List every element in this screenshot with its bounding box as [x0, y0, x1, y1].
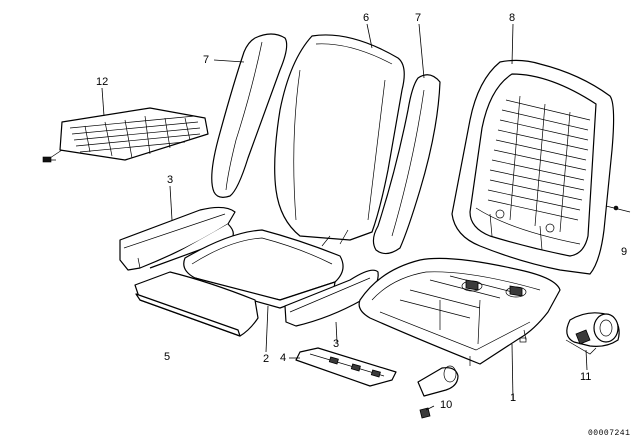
label-part-6: 6 [363, 12, 370, 24]
label-part-12: 12 [96, 76, 109, 88]
label-part-11: 11 [580, 371, 592, 383]
part-6-backrest-cushion [274, 34, 405, 247]
label-part-2: 2 [263, 353, 270, 365]
part-8-backrest-frame [451, 59, 631, 275]
label-part-8: 8 [509, 12, 516, 24]
leader-lines [101, 23, 588, 411]
part-7-left-side-cover [211, 33, 288, 198]
label-part-9: 9 [621, 246, 628, 258]
label-part-7-right: 7 [415, 12, 422, 24]
label-part-5: 5 [164, 351, 171, 363]
label-part-10: 10 [440, 399, 453, 411]
label-part-7-left: 7 [203, 54, 210, 66]
part-7-right-side-cover [372, 74, 441, 255]
part-11-adjuster-motor [565, 312, 620, 355]
catalog-code: 00007241 [588, 429, 631, 438]
part-5-front-pad [134, 271, 259, 337]
label-part-4: 4 [280, 352, 287, 364]
part-1-seat-frame [358, 257, 561, 366]
label-part-3-left: 3 [167, 174, 174, 186]
part-10-motor-clip [417, 365, 459, 419]
part-4-rail-plate [295, 347, 397, 387]
part-3-left-side-trim [119, 206, 236, 271]
label-part-1: 1 [510, 392, 517, 404]
part-12-heating-mat [42, 107, 209, 163]
label-part-3-right: 3 [333, 338, 340, 350]
